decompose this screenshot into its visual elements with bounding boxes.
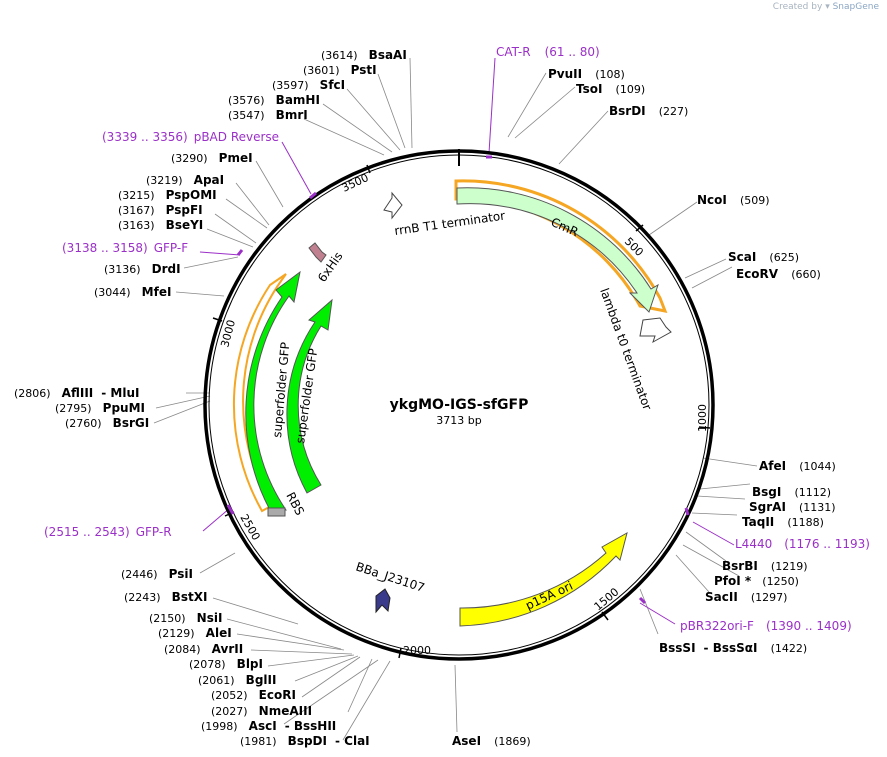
primer-gfp-r: (2515 .. 2543)GFP-R (44, 525, 172, 539)
site-labels: (3614) BsaAI (3601) PstI (3597) SfcI (35… (14, 44, 836, 749)
site-bamhi: (3576) BamHI (228, 89, 320, 108)
site-nmeaiii: (2027) NmeAIII (211, 700, 312, 719)
label-rrnb-t1: rrnB T1 terminator (393, 209, 506, 238)
site-bsrdi: BsrDI (227) (609, 100, 688, 119)
tick-2000: 2000 (403, 644, 431, 657)
site-ppumi: (2795) PpuMI (55, 397, 145, 416)
site-avrii: (2084) AvrII (164, 638, 243, 657)
feature-gfp-outer[interactable] (232, 270, 301, 517)
gfp-inner-arrow[interactable] (286, 298, 333, 494)
site-pfoi: PfoI * (1250) (714, 570, 799, 589)
bba-j23107-promoter[interactable] (375, 588, 391, 614)
site-bspdi-clai: (1981) BspDI- ClaI (240, 730, 370, 749)
label-p15a-ori: p15A ori (523, 579, 575, 613)
primer-labels: CAT-R(61 .. 80) (3339 .. 3356)pBAD Rever… (44, 45, 870, 633)
credit-brand: SnapGene (832, 2, 879, 12)
site-tsoi: TsoI (109) (576, 78, 645, 97)
primer-lines (199, 57, 735, 625)
site-pspfi: (3167) PspFI (118, 199, 203, 218)
primer-l4440: L4440(1176 .. 1193) (735, 537, 870, 551)
primer-pbr322ori-f: pBR322ori-F(1390 .. 1409) (680, 619, 852, 633)
p15a-ori-arrow[interactable] (459, 531, 628, 627)
feature-cmr[interactable] (454, 179, 668, 314)
site-taqii: TaqII (1188) (742, 511, 824, 530)
site-bstxi: (2243) BstXI (124, 586, 207, 605)
site-pmei: (3290) PmeI (171, 147, 253, 166)
rrnb-terminator-arrow[interactable] (383, 191, 403, 220)
site-psti: (3601) PstI (303, 59, 377, 78)
tick-marks (212, 164, 711, 659)
site-nsii: (2150) NsiI (149, 607, 222, 626)
site-ecorv: EcoRV (660) (736, 263, 821, 282)
site-ecori: (2052) EcoRI (211, 684, 296, 703)
snapgene-logo-icon: ▾ (825, 2, 830, 12)
site-mfei: (3044) MfeI (94, 281, 171, 300)
6xhis-tag[interactable] (308, 242, 327, 263)
site-asei: AseI (1869) (452, 730, 531, 749)
site-bseyi: (3163) BseYI (118, 214, 203, 233)
site-afei: AfeI (1044) (759, 455, 836, 474)
site-asci-bsshii: (1998) AscI- BssHII (201, 715, 336, 734)
primer-cat-r: CAT-R(61 .. 80) (496, 45, 600, 59)
site-scai: ScaI (625) (728, 246, 799, 265)
credit-prefix: Created by (772, 2, 823, 12)
site-sfci: (3597) SfcI (272, 74, 345, 93)
connector-lines (153, 57, 758, 741)
cmr-arrow (456, 187, 659, 313)
gfp-outer-highlight (232, 273, 287, 513)
primer-gfp-f: (3138 .. 3158)GFP-F (62, 241, 188, 255)
site-pvuii: PvuII (108) (548, 63, 625, 82)
gfp-outer-arrow (245, 270, 301, 511)
site-alei: (2129) AleI (158, 622, 232, 641)
rbs-box (267, 507, 286, 517)
label-bba-j23107: BBa_J23107 (354, 560, 426, 595)
primer-marks (226, 155, 690, 605)
site-psii: (2446) PsiI (121, 563, 193, 582)
label-rbs: RBS (283, 490, 307, 518)
site-bmri: (3547) BmrI (228, 104, 308, 123)
site-apai: (3219) ApaI (146, 169, 224, 188)
site-drdi: (3136) DrdI (104, 258, 181, 277)
tick-1000: 1000 (696, 404, 709, 432)
site-bsrgi: (2760) BsrGI (65, 412, 149, 431)
site-sgrai: SgrAI (1131) (749, 496, 836, 515)
plasmid-name: ykgMO-IGS-sfGFP (390, 397, 529, 413)
site-bsgi: BsgI (1112) (752, 481, 831, 500)
plasmid-length: 3713 bp (436, 414, 481, 427)
site-bglii: (2061) BglII (198, 669, 276, 688)
site-bsrbi: BsrBI (1219) (722, 555, 808, 574)
lambda-t0-terminator-arrow[interactable] (639, 317, 672, 344)
site-ncoi: NcoI (509) (697, 189, 770, 208)
site-bsssi: BssSI- BssSαI (1422) (659, 637, 807, 656)
site-blpi: (2078) BlpI (189, 653, 263, 672)
site-sacii: SacII (1297) (705, 586, 787, 605)
primer-pbad-reverse: (3339 .. 3356)pBAD Reverse (102, 130, 279, 144)
snapgene-credit: Created by ▾ SnapGene (773, 2, 879, 12)
site-afliii-mlui: (2806) AflIII- MluI (14, 382, 139, 401)
tick-3000: 3000 (218, 318, 238, 348)
site-pspomi: (3215) PspOMI (118, 184, 217, 203)
site-bsaai: (3614) BsaAI (321, 44, 407, 63)
